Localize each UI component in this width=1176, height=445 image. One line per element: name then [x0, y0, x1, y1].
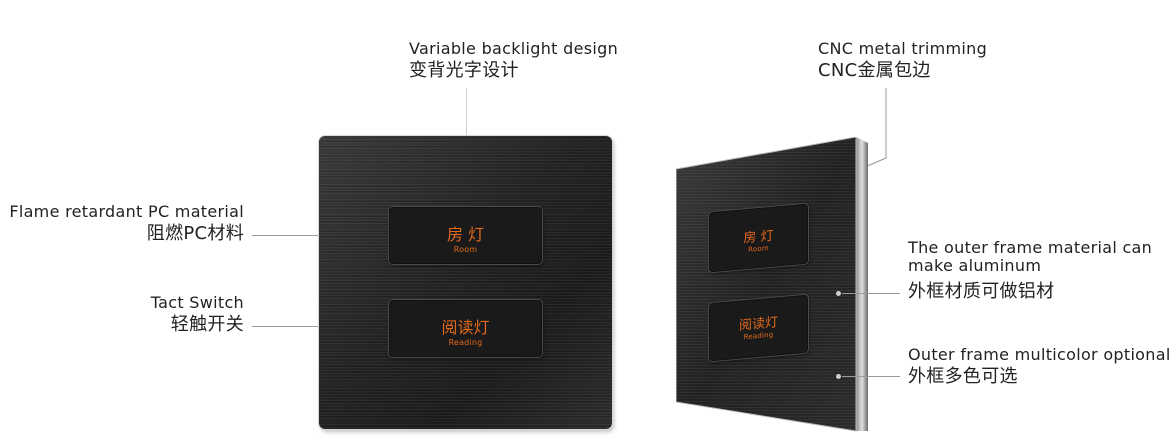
backlight-label-en: Variable backlight design: [409, 39, 619, 58]
side-key-room[interactable]: 房 灯 Room: [709, 203, 808, 273]
front-key-reading-zh: 阅读灯: [441, 318, 490, 337]
cnc-label-en: CNC metal trimming: [818, 39, 988, 58]
front-key-reading-en: Reading: [448, 338, 483, 347]
frame-material-label-zh: 外框材质可做铝材: [908, 281, 1055, 302]
backlight-label-zh: 变背光字设计: [409, 60, 519, 81]
cnc-label: CNC metal trimming CNC金属包边: [818, 39, 987, 83]
front-key-room-en: Room: [453, 245, 478, 254]
tact-label-en: Tact Switch: [150, 293, 244, 312]
tact-label: Tact Switch 轻触开关: [0, 293, 244, 337]
flame-label-en: Flame retardant PC material: [9, 202, 244, 221]
frame-material-label: The outer frame material can make alumin…: [908, 239, 1152, 304]
front-key-reading[interactable]: 阅读灯 Reading: [389, 300, 542, 357]
frame-material-leader-line: [842, 293, 900, 294]
side-switch-panel: 房 灯 Room 阅读灯 Reading: [676, 137, 886, 437]
frame-material-label-en-2: make aluminum: [908, 256, 1042, 275]
backlight-label: Variable backlight design 变背光字设计: [409, 39, 618, 83]
frame-color-label-en: Outer frame multicolor optional: [908, 345, 1171, 364]
frame-color-leader-dot: [836, 374, 841, 379]
frame-color-label: Outer frame multicolor optional 外框多色可选: [908, 345, 1171, 389]
cnc-label-zh: CNC金属包边: [818, 60, 931, 81]
frame-material-label-en-1: The outer frame material can: [908, 238, 1153, 257]
flame-label: Flame retardant PC material 阻燃PC材料: [0, 202, 244, 246]
side-panel-shape: [676, 137, 868, 432]
side-key-reading[interactable]: 阅读灯 Reading: [709, 294, 808, 362]
tact-leader-line: [252, 326, 378, 327]
frame-material-leader-dot: [836, 291, 841, 296]
front-key-room-zh: 房 灯: [446, 225, 485, 244]
flame-leader-line: [252, 235, 378, 236]
frame-color-label-zh: 外框多色可选: [908, 366, 1018, 387]
front-key-room[interactable]: 房 灯 Room: [389, 207, 542, 264]
frame-color-leader-line: [842, 376, 900, 377]
flame-label-zh: 阻燃PC材料: [146, 223, 244, 244]
tact-label-zh: 轻触开关: [170, 314, 244, 335]
front-switch-panel: 房 灯 Room 阅读灯 Reading: [319, 136, 612, 429]
